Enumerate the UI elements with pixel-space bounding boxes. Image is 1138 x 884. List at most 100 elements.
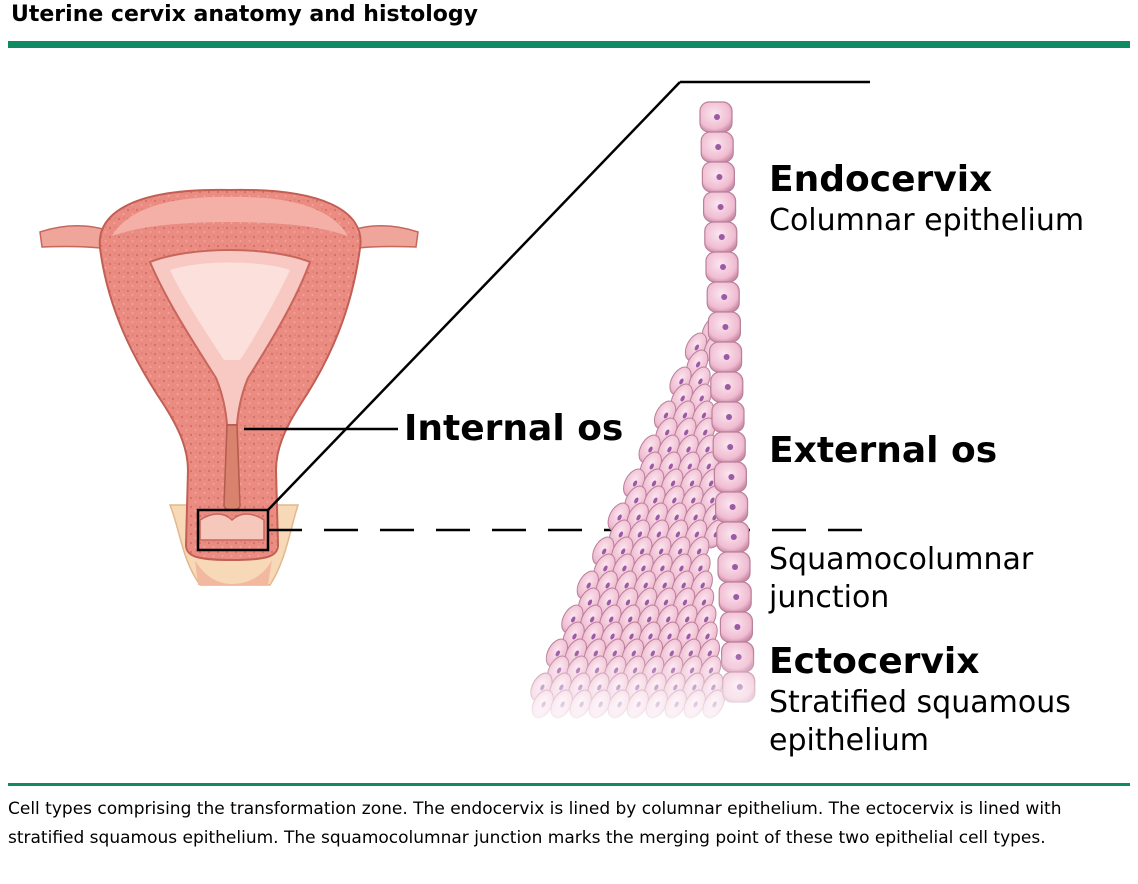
columnar-nucleus	[716, 174, 723, 180]
squamous-nucleus	[648, 633, 653, 640]
squamous-nucleus	[647, 616, 652, 623]
squamous-nucleus	[629, 633, 634, 640]
squamous-nucleus	[644, 599, 650, 606]
squamous-nucleus	[587, 599, 593, 606]
page-title: Uterine cervix anatomy and histology	[11, 2, 478, 27]
squamous-nucleus	[625, 599, 631, 606]
squamous-nucleus	[660, 565, 665, 572]
columnar-nucleus	[730, 534, 737, 540]
squamous-nucleus	[620, 548, 626, 555]
squamous-nucleus	[649, 463, 654, 470]
squamous-nucleus	[651, 480, 657, 487]
label-columnar-epithelium: Columnar epithelium	[769, 203, 1084, 238]
columnar-nucleus	[729, 504, 736, 510]
squamous-nucleus	[679, 378, 684, 385]
squamous-nucleus	[617, 514, 622, 521]
label-ectocervix: Ectocervix	[769, 641, 979, 682]
label-internal-os: Internal os	[404, 408, 623, 449]
squamous-nucleus	[665, 429, 670, 436]
squamous-nucleus	[663, 599, 669, 606]
title-divider	[8, 41, 1130, 48]
columnar-nucleus	[728, 474, 735, 480]
squamous-nucleus	[675, 531, 681, 538]
squamous-nucleus	[591, 633, 596, 640]
squamous-nucleus	[610, 633, 615, 640]
squamous-nucleus	[682, 599, 688, 606]
squamous-nucleus	[605, 582, 610, 589]
squamous-nucleus	[706, 463, 711, 470]
callout-lines	[244, 80, 870, 532]
columnar-nucleus	[734, 624, 741, 630]
squamous-nucleus	[693, 514, 698, 521]
label-external-os: External os	[769, 430, 997, 471]
columnar-nucleus	[727, 444, 734, 450]
squamous-nucleus	[698, 378, 703, 385]
squamous-nucleus	[704, 616, 709, 623]
squamous-nucleus	[653, 497, 658, 504]
squamous-nucleus	[705, 446, 710, 453]
squamous-nucleus	[632, 480, 638, 487]
squamous-nucleus	[689, 480, 695, 487]
squamous-nucleus	[682, 412, 688, 419]
squamous-nucleus	[680, 395, 685, 402]
squamous-nucleus	[643, 582, 648, 589]
squamous-nucleus	[674, 514, 679, 521]
squamous-nucleus	[618, 531, 624, 538]
squamous-nucleus	[662, 582, 667, 589]
squamous-nucleus	[641, 565, 646, 572]
squamous-nucleus	[590, 616, 595, 623]
columnar-nucleus	[717, 204, 724, 210]
squamous-nucleus	[670, 480, 676, 487]
squamous-nucleus	[696, 548, 702, 555]
squamous-nucleus	[571, 616, 576, 623]
columnar-nucleus	[722, 324, 729, 330]
label-squamocolumnar-line1: Squamocolumnar	[769, 542, 1034, 577]
zoom-line-diagonal	[267, 81, 681, 511]
squamous-nucleus	[639, 548, 645, 555]
squamous-nucleus	[700, 582, 705, 589]
squamous-nucleus	[710, 497, 715, 504]
columnar-nucleus	[724, 384, 731, 390]
squamous-nucleus	[684, 429, 689, 436]
columnar-nucleus	[723, 354, 730, 360]
squamous-nucleus	[636, 514, 641, 521]
columnar-nucleus	[718, 234, 725, 240]
squamous-nucleus	[586, 582, 591, 589]
squamous-nucleus	[703, 429, 708, 436]
squamous-nucleus	[679, 565, 684, 572]
squamous-nucleus	[667, 633, 672, 640]
label-squamocolumnar-line2: junction	[768, 580, 889, 615]
squamous-nucleus	[708, 480, 714, 487]
uterus-illustration	[39, 188, 419, 586]
squamous-nucleus	[656, 531, 662, 538]
squamous-nucleus	[694, 531, 700, 538]
squamous-nucleus	[672, 497, 677, 504]
squamous-nucleus	[705, 633, 710, 640]
squamous-nucleus	[601, 548, 607, 555]
columnar-cell-column	[699, 101, 756, 703]
squamous-nucleus	[668, 463, 673, 470]
squamous-nucleus	[698, 565, 703, 572]
squamous-nucleus	[655, 514, 660, 521]
caption-divider	[8, 783, 1130, 786]
squamous-nucleus	[694, 344, 700, 351]
columnar-nucleus	[726, 414, 732, 420]
squamous-nucleus	[663, 412, 669, 419]
squamous-nucleus	[603, 565, 608, 572]
squamous-nucleus	[658, 548, 664, 555]
figure-caption: Cell types comprising the transformation…	[8, 799, 1062, 848]
cervix-diagram: Internal os Endocervix Columnar epitheli…	[39, 80, 1084, 758]
squamous-nucleus	[695, 361, 701, 368]
squamous-nucleus	[572, 633, 577, 640]
columnar-nucleus	[721, 294, 728, 300]
squamous-nucleus	[701, 599, 707, 606]
squamous-nucleus	[606, 599, 612, 606]
squamous-nucleus	[686, 633, 691, 640]
squamous-nucleus	[634, 497, 639, 504]
label-stratified-line1: Stratified squamous	[769, 685, 1071, 720]
squamous-nucleus	[701, 412, 707, 419]
squamous-nucleus	[624, 582, 629, 589]
squamous-nucleus	[628, 616, 633, 623]
label-stratified-line2: epithelium	[769, 723, 929, 758]
squamous-nucleus	[666, 616, 671, 623]
